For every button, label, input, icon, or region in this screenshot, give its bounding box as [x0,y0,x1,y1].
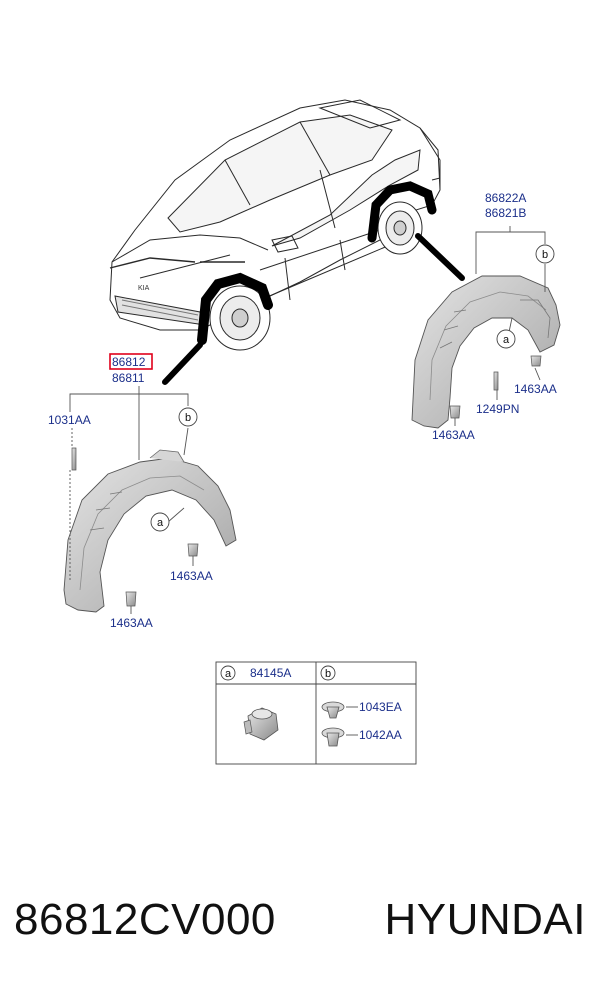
svg-text:a: a [157,517,164,529]
label-1031aa: 1031AA [48,413,91,427]
clip-84145a-icon [243,707,279,741]
part-number-text: 86812CV000 [14,895,276,944]
clip-1043ea-icon [321,701,345,719]
rear-wheel-guard [411,275,561,429]
label-rear-86822a: 86822A [485,191,526,205]
svg-text:KIA: KIA [138,285,150,292]
legend-key-a: a [225,668,232,680]
callout-b-front: b [178,407,198,427]
svg-text:b: b [542,249,548,261]
label-rear-1463aa-lower: 1463AA [432,428,475,442]
brand-text: HYUNDAI [384,895,586,944]
label-front-1463aa-lower: 1463AA [110,616,153,630]
car-illustration: KIA [109,99,441,351]
front-wheel-guard [63,449,237,613]
callout-b-rear: b [535,244,555,264]
label-rear-86821b: 86821B [485,206,526,220]
legend-key-b: b [325,668,331,680]
fastener-icons [71,355,542,607]
clip-1042aa-icon [321,727,345,747]
caption-bar: 86812CV000 HYUNDAI [0,870,600,970]
parts-diagram: KIA [48,99,561,765]
label-front-86811: 86811 [112,371,145,385]
legend-part-1042aa: 1042AA [359,728,402,742]
legend-table: a 84145A b 1043EA 1042AA [215,661,417,765]
leader-lines [69,226,546,614]
highlight-box [109,353,153,370]
label-front-86812: 86812 [112,355,146,369]
label-1249pn: 1249PN [476,402,519,416]
legend-part-84145a: 84145A [250,666,291,680]
svg-text:b: b [185,412,191,424]
car-guard-highlights [162,181,465,385]
callout-a-front: a [150,512,170,532]
legend-part-1043ea: 1043EA [359,700,402,714]
label-front-1463aa-upper: 1463AA [170,569,213,583]
label-rear-1463aa-upper: 1463AA [514,382,557,396]
callout-a-rear: a [496,329,516,349]
svg-text:a: a [503,334,510,346]
